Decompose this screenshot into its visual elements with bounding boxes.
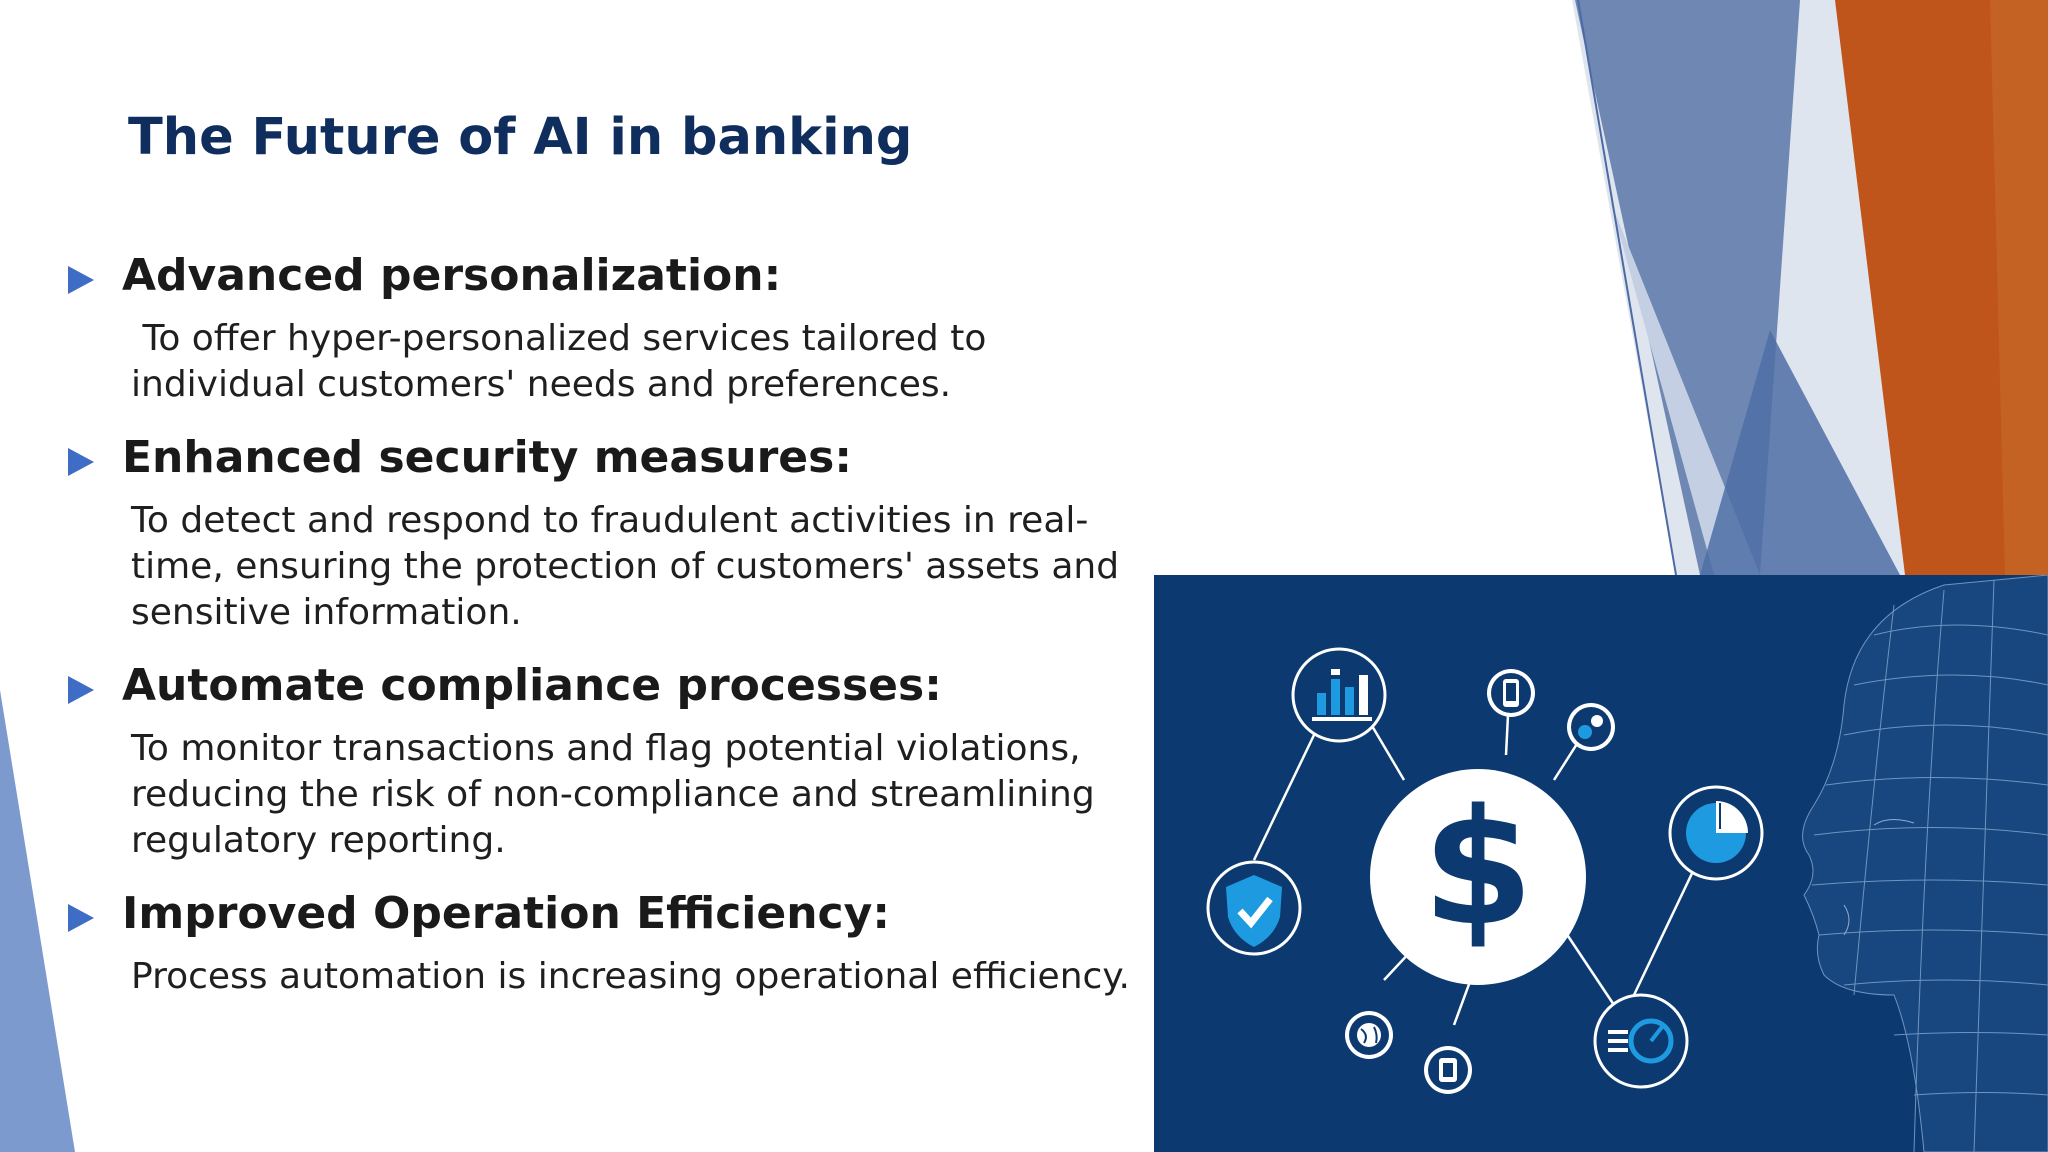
bullet-item: Automate compliance processes: [66, 660, 1146, 726]
bullet-arrow-icon [68, 676, 94, 704]
bullet-heading: Advanced personalization: [122, 250, 782, 301]
gears-icon [1567, 703, 1615, 751]
illustration-svg: $ [1206, 575, 2048, 1152]
globe-icon [1345, 1011, 1393, 1059]
bullet-description: Process automation is increasing operati… [131, 954, 1146, 1000]
slide-title: The Future of AI in banking [128, 108, 913, 167]
bar-chart-icon [1291, 647, 1387, 743]
description-line: Process automation is increasing operati… [131, 956, 1130, 997]
description-line: reducing the risk of non-compliance and … [131, 774, 1095, 815]
bullet-heading: Enhanced security measures: [122, 432, 852, 483]
wireframe-face-icon [1802, 575, 2048, 1152]
bullet-description: To monitor transactions and flag potenti… [131, 726, 1146, 864]
bullet-list: Advanced personalization: To offer hyper… [66, 250, 1146, 1024]
bullet-description: To offer hyper-personalized services tai… [131, 316, 1146, 408]
bullet-arrow-icon [68, 904, 94, 932]
bullet-heading: Automate compliance processes: [122, 660, 942, 711]
bullet-arrow-icon [68, 448, 94, 476]
bullet-item: Improved Operation Efficiency: [66, 888, 1146, 954]
watch-icon [1424, 1046, 1472, 1094]
bullet-item: Advanced personalization: [66, 250, 1146, 316]
description-line: individual customers' needs and preferen… [131, 364, 952, 405]
ai-banking-illustration: $ [1154, 575, 2048, 1152]
description-line: regulatory reporting. [131, 820, 506, 861]
description-line: To detect and respond to fraudulent acti… [131, 500, 1089, 541]
description-line: sensitive information. [131, 592, 522, 633]
dollar-icon: $ [1422, 774, 1533, 961]
bullet-arrow-icon [68, 266, 94, 294]
shield-check-icon [1206, 860, 1302, 956]
speedometer-icon [1593, 993, 1689, 1089]
bullet-item: Enhanced security measures: [66, 432, 1146, 498]
pie-chart-icon [1668, 785, 1764, 881]
description-line: time, ensuring the protection of custome… [131, 546, 1120, 587]
description-line: To monitor transactions and flag potenti… [131, 728, 1081, 769]
smartphone-icon [1487, 669, 1535, 717]
bullet-description: To detect and respond to fraudulent acti… [131, 498, 1146, 636]
dollar-circle [1370, 769, 1586, 985]
description-line: To offer hyper-personalized services tai… [131, 318, 987, 359]
bullet-heading: Improved Operation Efficiency: [122, 888, 890, 939]
